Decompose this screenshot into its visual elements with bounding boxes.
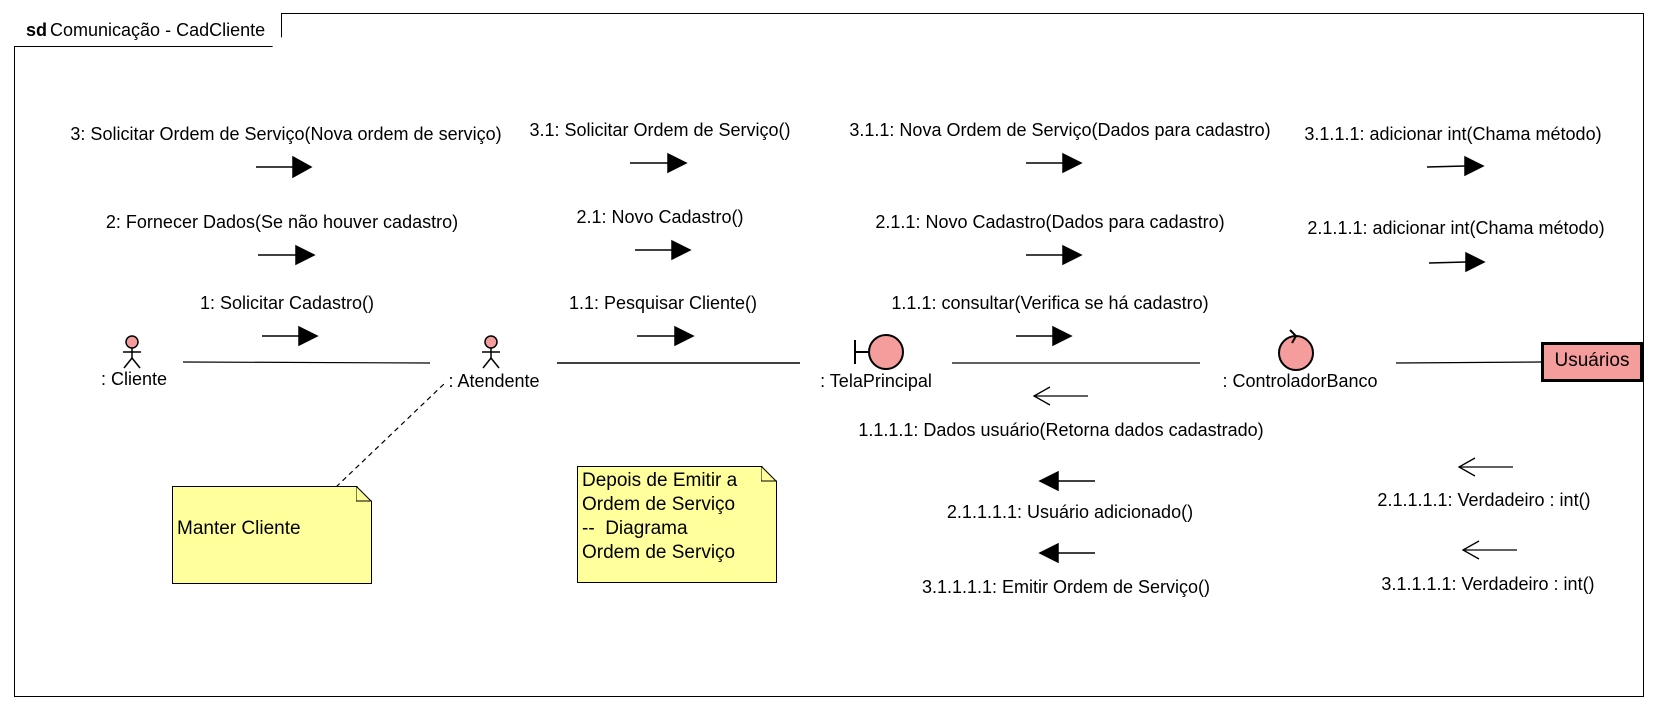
link-controlador-usuarios	[1395, 361, 1542, 364]
note-line: -- Diagrama	[582, 518, 688, 539]
message-label: 2: Fornecer Dados(Se não houver cadastro…	[105, 212, 459, 232]
message-label: 2.1: Novo Cadastro()	[576, 207, 744, 227]
actor-icon-atendente	[482, 335, 500, 369]
message-label: 3.1: Solicitar Ordem de Serviço()	[529, 120, 791, 140]
message-label: 2.1.1.1.1: Usuário adicionado()	[946, 502, 1194, 522]
control-icon-controlador	[1278, 329, 1314, 371]
message-label: 1: Solicitar Cadastro()	[199, 293, 375, 313]
note-text: Manter Cliente	[177, 518, 301, 539]
msg-arrows-left	[1038, 470, 1095, 564]
lifeline-usuarios: Usuários	[1541, 342, 1643, 382]
link-cliente-atendente	[182, 361, 431, 364]
note-fold-icon	[761, 466, 777, 482]
lifeline-label-atendente: : Atendente	[448, 371, 540, 391]
lifeline-label-tela: : TelaPrincipal	[820, 371, 932, 391]
note-line: Ordem de Serviço	[582, 494, 736, 515]
note-ordem-servico: Depois de Emitir a Ordem de Serviço -- D…	[577, 466, 777, 583]
note-fold-icon	[356, 486, 372, 502]
diagram-frame	[14, 13, 1644, 697]
frame-kind: sd	[26, 20, 48, 40]
message-label: 3.1.1: Nova Ordem de Serviço(Dados para …	[849, 120, 1271, 140]
lifeline-label-controlador: : ControladorBanco	[1222, 371, 1378, 391]
note-line: Ordem de Serviço	[582, 542, 736, 563]
note-anchor-line	[335, 382, 446, 488]
message-label: 2.1.1.1.1: Verdadeiro : int()	[1377, 490, 1591, 510]
msg-arrows-right	[256, 152, 1486, 347]
message-label: 3: Solicitar Ordem de Serviço(Nova ordem…	[70, 124, 502, 144]
return-arrows-left	[1032, 386, 1517, 560]
message-label: 3.1.1.1.1: Emitir Ordem de Serviço()	[921, 577, 1211, 597]
message-label: 2.1.1.1: adicionar int(Chama método)	[1307, 218, 1605, 238]
message-label: 1.1.1.1: Dados usuário(Retorna dados cad…	[858, 420, 1264, 440]
message-label: 3.1.1.1: adicionar int(Chama método)	[1304, 124, 1602, 144]
message-label: 2.1.1: Novo Cadastro(Dados para cadastro…	[875, 212, 1225, 232]
boundary-icon-tela	[854, 334, 904, 370]
frame-title: Comunicação - CadCliente	[50, 20, 266, 40]
lifeline-label-cliente: : Cliente	[100, 369, 168, 389]
message-label: 1.1: Pesquisar Cliente()	[568, 293, 758, 313]
actor-icon-cliente	[123, 335, 141, 369]
note-manter-cliente: Manter Cliente	[172, 486, 372, 584]
note-line: Depois de Emitir a	[582, 470, 738, 491]
message-label: 3.1.1.1.1: Verdadeiro : int()	[1381, 574, 1595, 594]
message-label: 1.1.1: consultar(Verifica se há cadastro…	[891, 293, 1209, 313]
